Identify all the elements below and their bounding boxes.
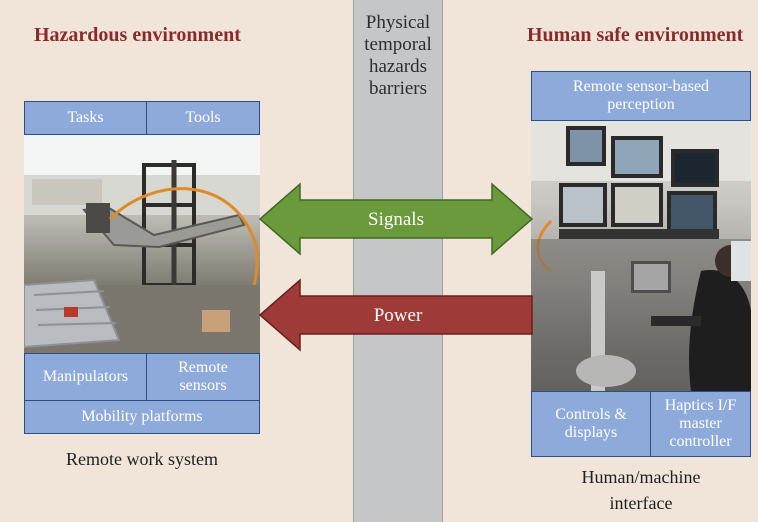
human-safe-environment-heading: Human safe environment [527, 24, 744, 46]
signals-label: Signals [368, 209, 424, 230]
human-machine-interface-photo [531, 121, 751, 391]
operator-workstation-illustration [531, 121, 751, 391]
barrier-label-line: hazards [368, 56, 428, 77]
barrier-label-line: barriers [368, 78, 428, 99]
barrier-band [353, 0, 443, 522]
manipulators-box: Manipulators [24, 353, 147, 401]
mobility-platforms-box: Mobility platforms [24, 400, 260, 434]
remote-work-system-photo [24, 135, 260, 353]
power-label: Power [374, 305, 423, 326]
tasks-box: Tasks [24, 101, 147, 135]
tools-box: Tools [146, 101, 260, 135]
caption-line: Human/machine [581, 467, 701, 487]
remote-perception-box: Remote sensor-based perception [531, 71, 751, 121]
lab-manipulator-illustration [24, 135, 260, 353]
hazardous-environment-heading: Hazardous environment [34, 24, 241, 46]
remote-sensors-box: Remote sensors [146, 353, 260, 401]
signals-double-arrow [258, 182, 534, 256]
barrier-label: Physical temporal hazards barriers [353, 12, 443, 100]
haptics-master-controller-box: Haptics I/F master controller [650, 391, 751, 457]
barrier-label-line: temporal [364, 34, 432, 55]
power-arrow [258, 278, 533, 352]
controls-displays-box: Controls & displays [531, 391, 651, 457]
remote-work-system-caption: Remote work system [66, 449, 218, 469]
human-machine-interface-caption: Human/machine interface [531, 464, 751, 516]
barrier-label-line: Physical [365, 12, 431, 33]
caption-line: interface [609, 493, 673, 513]
